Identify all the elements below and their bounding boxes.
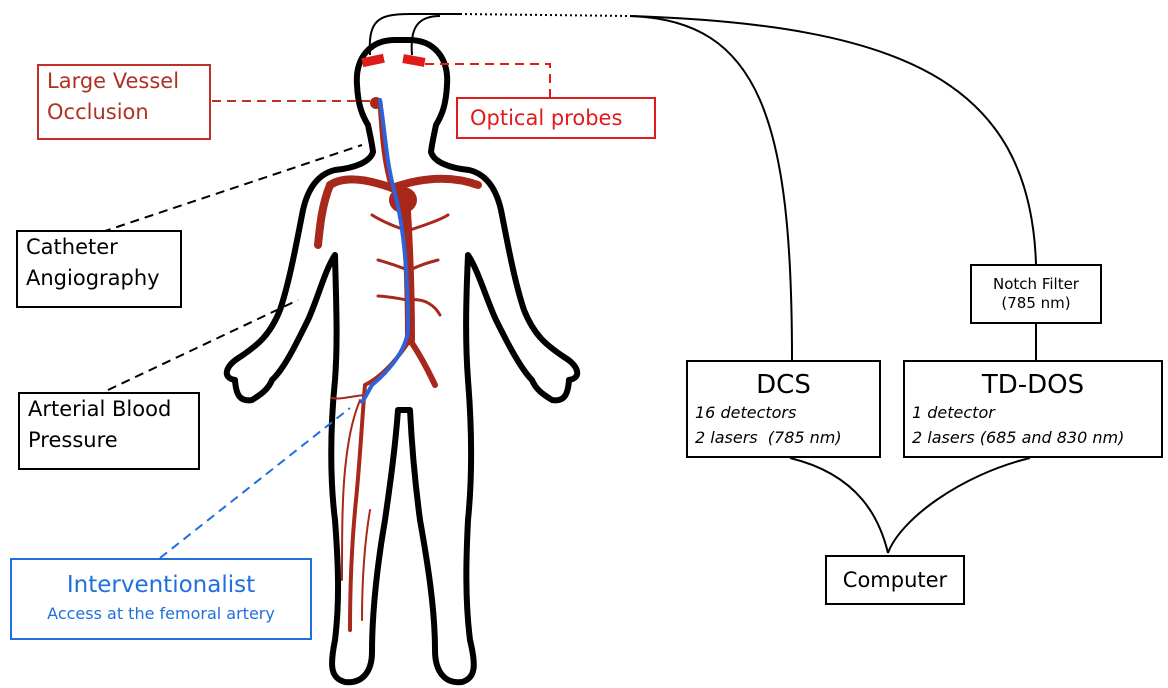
large-vessel-occlusion-line1: Large Vessel: [47, 66, 209, 97]
interventionalist-subtitle: Access at the femoral artery: [12, 602, 310, 626]
tddos-box: TD-DOS 1 detector 2 lasers (685 and 830 …: [903, 360, 1163, 458]
tddos-title: TD-DOS: [905, 370, 1161, 400]
computer-label: Computer: [843, 568, 947, 592]
large-vessel-occlusion-label: Large Vessel Occlusion: [37, 64, 211, 140]
optical-probe-icon: [361, 54, 425, 67]
catheter-angiography-label: Catheter Angiography: [16, 230, 182, 308]
dcs-lasers: 2 lasers (785 nm): [688, 425, 879, 450]
optical-probes-label: Optical probes: [456, 97, 656, 139]
arterial-blood-pressure-label: Arterial Blood Pressure: [18, 392, 200, 470]
arterial-blood-pressure-line2: Pressure: [28, 425, 198, 456]
artery-tree-icon: [318, 102, 478, 630]
dcs-detectors: 16 detectors: [688, 400, 879, 425]
catheter-angiography-line2: Angiography: [26, 263, 180, 294]
optical-probes-text: Optical probes: [470, 106, 622, 130]
tddos-lasers: 2 lasers (685 and 830 nm): [905, 425, 1161, 450]
catheter-angiography-line1: Catheter: [26, 232, 180, 263]
tddos-detector: 1 detector: [905, 400, 1161, 425]
notch-filter-line1: Notch Filter: [972, 275, 1100, 294]
catheter-icon: [362, 100, 408, 402]
large-vessel-occlusion-line2: Occlusion: [47, 97, 209, 128]
interventionalist-label: Interventionalist Access at the femoral …: [10, 558, 312, 640]
notch-filter-line2: (785 nm): [972, 294, 1100, 313]
notch-filter-box: Notch Filter (785 nm): [970, 264, 1102, 324]
interventionalist-title: Interventionalist: [12, 568, 310, 602]
computer-box: Computer: [825, 555, 965, 605]
dcs-box: DCS 16 detectors 2 lasers (785 nm): [686, 360, 881, 458]
arterial-blood-pressure-line1: Arterial Blood: [28, 394, 198, 425]
dcs-title: DCS: [688, 370, 879, 400]
